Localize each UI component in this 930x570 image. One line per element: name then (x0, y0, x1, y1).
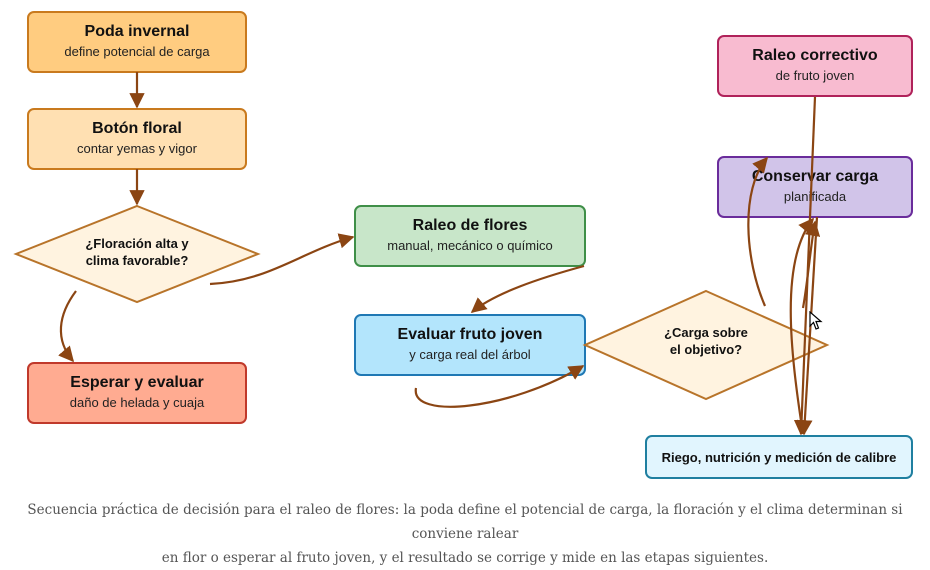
figure-caption: Secuencia práctica de decisión para el r… (0, 498, 930, 570)
node-raleo-correctivo-subtitle: de fruto joven (776, 68, 855, 83)
node-esperar-subtitle: daño de helada y cuaja (70, 395, 205, 410)
node-conservar-title: Conservar carga (752, 168, 878, 185)
node-raleo-flores-title: Raleo de flores (413, 217, 528, 234)
node-riego-title: Riego, nutrición y medición de calibre (662, 450, 897, 465)
decision-floracion: ¿Floración alta y clima favorable? (13, 204, 261, 304)
decision-floracion-line1: ¿Floración alta y (85, 236, 189, 251)
flowchart: Poda invernal define potencial de carga … (13, 11, 913, 479)
node-raleo-correctivo-box (717, 35, 913, 97)
caption-line-2: en flor o esperar al fruto joven, y el r… (161, 550, 769, 566)
edge-floracion-to-esperar (58, 290, 77, 363)
node-esperar-evaluar: Esperar y evaluar daño de helada y cuaja (27, 362, 247, 424)
node-esperar-title: Esperar y evaluar (70, 374, 203, 391)
node-poda-box (27, 11, 247, 73)
node-riego-box (645, 435, 913, 479)
edge-raleo-correctivo-to-riego (793, 96, 817, 436)
node-riego-nutricion: Riego, nutrición y medición de calibre (645, 435, 913, 479)
node-conservar-subtitle: planificada (784, 189, 847, 204)
node-conservar-carga: Conservar carga planificada (717, 156, 913, 218)
node-boton-subtitle: contar yemas y vigor (77, 141, 198, 156)
node-poda-subtitle: define potencial de carga (64, 44, 210, 59)
edge-floracion-to-raleo-flores (209, 233, 355, 286)
mouse-cursor-icon (809, 311, 823, 330)
node-esperar-box (27, 362, 247, 424)
node-boton-title: Botón floral (92, 120, 182, 137)
node-raleo-flores: Raleo de flores manual, mecánico o quími… (354, 205, 586, 267)
node-raleo-flores-box (354, 205, 586, 267)
node-raleo-correctivo: Raleo correctivo de fruto joven (717, 35, 913, 97)
node-raleo-correctivo-title: Raleo correctivo (752, 47, 878, 64)
decision-carga-line1: ¿Carga sobre (664, 325, 748, 340)
node-poda-title: Poda invernal (85, 23, 190, 40)
edge-carga-to-raleo-correctivo (747, 156, 768, 307)
caption-line-1: Secuencia práctica de decisión para el r… (27, 502, 903, 542)
node-poda-invernal: Poda invernal define potencial de carga (27, 11, 247, 73)
node-raleo-flores-subtitle: manual, mecánico o químico (387, 238, 552, 253)
node-evaluar-subtitle: y carga real del árbol (409, 347, 531, 362)
decision-carga: ¿Carga sobre el objetivo? (582, 289, 830, 401)
decision-carga-diamond (582, 289, 830, 401)
node-conservar-box (717, 156, 913, 218)
edge-esperar-loop-to-evaluar (414, 365, 585, 408)
decision-floracion-diamond (13, 204, 261, 304)
edge-riego-to-conservar (789, 217, 814, 435)
node-boton-box (27, 108, 247, 170)
node-evaluar-fruto: Evaluar fruto joven y carga real del árb… (354, 314, 586, 376)
edge-raleo-flores-to-evaluar (470, 264, 585, 313)
decision-carga-line2: el objetivo? (670, 342, 742, 357)
node-evaluar-title: Evaluar fruto joven (398, 326, 543, 343)
node-boton-floral: Botón floral contar yemas y vigor (27, 108, 247, 170)
node-evaluar-box (354, 314, 586, 376)
decision-floracion-line2: clima favorable? (86, 253, 189, 268)
